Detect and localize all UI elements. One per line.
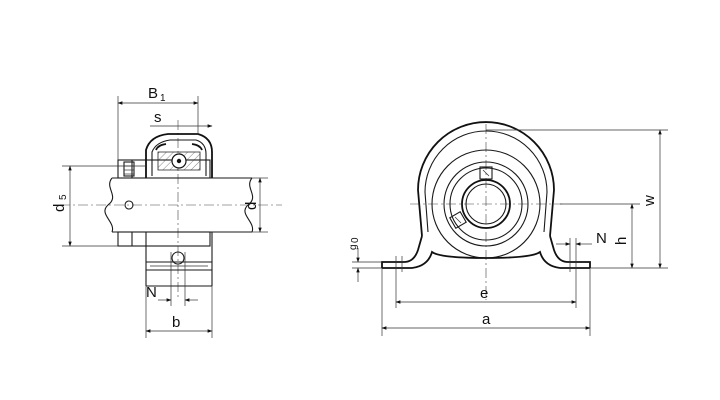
inner-ring-collar [117, 159, 211, 247]
label-b: b [172, 314, 180, 331]
dimension-g0: g 0 [348, 237, 382, 282]
dimension-b: b [145, 286, 213, 338]
label-d: d [243, 202, 260, 210]
dimension-n-right: N [556, 230, 607, 256]
housing-feet [381, 235, 591, 272]
dimension-d5: d 5 [51, 165, 146, 247]
left-view: B 1 s d 5 d N [51, 85, 282, 338]
label-d5: d [51, 204, 68, 212]
label-e: e [480, 285, 488, 302]
label-n-left: N [146, 284, 157, 301]
pedestal-base [145, 232, 213, 287]
bearing-rings [443, 161, 529, 247]
label-g0-subscript: 0 [350, 237, 361, 243]
right-view: g 0 N h w e [348, 121, 668, 336]
dimension-e: e [395, 272, 577, 308]
label-s: s [154, 109, 162, 126]
label-n-right: N [596, 230, 607, 247]
label-d5-subscript: 5 [58, 194, 69, 200]
dimension-b1: B 1 [117, 85, 199, 160]
dimension-d: d [243, 177, 268, 233]
dimension-h: h [560, 203, 640, 269]
dimension-n-left: N [146, 284, 198, 306]
label-b1-subscript: 1 [160, 93, 166, 104]
label-b1: B [148, 85, 158, 102]
dimension-w: w [486, 129, 668, 269]
label-g0: g [348, 244, 359, 250]
label-h: h [613, 237, 630, 245]
label-a: a [482, 311, 491, 328]
housing-section [145, 133, 213, 178]
dimension-a: a [381, 268, 591, 336]
label-w: w [641, 195, 658, 207]
dimension-s: s [150, 109, 213, 128]
